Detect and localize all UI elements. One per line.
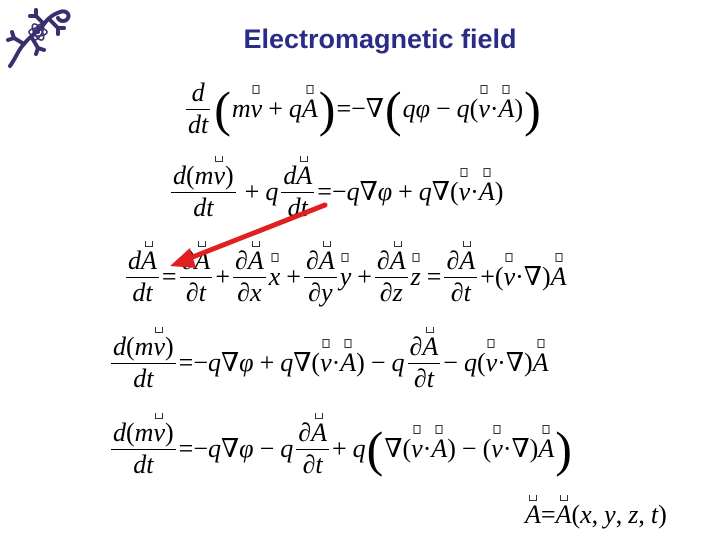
momentum-derivative: d(mv) dt bbox=[171, 161, 236, 222]
momentum-derivative: d(mv) dt bbox=[111, 332, 176, 393]
momentum-derivative: d(mv) dt bbox=[111, 418, 176, 479]
equation-4: d(mv) dt = −q∇φ + q∇( v·A) − q ∂A ∂t − q… bbox=[111, 332, 549, 393]
equation-5: d(mv) dt = −q∇φ − q ∂A ∂t + q ( ∇( v·A) … bbox=[111, 418, 572, 479]
partial-A-t: ∂A ∂t bbox=[407, 332, 441, 393]
derivative-fraction: d dt bbox=[186, 78, 211, 139]
lizard-logo-icon bbox=[6, 8, 71, 68]
equation-3: dA dt = ∂A ∂t + ∂A ∂x x + ∂A ∂y y + ∂A ∂… bbox=[126, 246, 567, 307]
equation-6: A = A ( x, y, z, t ) bbox=[525, 500, 667, 529]
partial-A-z: ∂A ∂z bbox=[374, 246, 408, 307]
partial-A-t-2: ∂A ∂t bbox=[444, 246, 478, 307]
slide-title: Electromagnetic field bbox=[243, 24, 517, 54]
equation-2: d(mv) dt + q dA dt = −q∇φ + q∇( v·A ) bbox=[171, 161, 504, 222]
vector-potential-derivative: dA dt bbox=[281, 161, 315, 222]
total-derivative-A: dA dt bbox=[126, 246, 159, 307]
partial-A-x: ∂A ∂x bbox=[232, 246, 266, 307]
partial-A-y: ∂A ∂y bbox=[303, 246, 337, 307]
partial-A-t: ∂A ∂t bbox=[179, 246, 213, 307]
partial-A-t: ∂A ∂t bbox=[296, 418, 329, 479]
